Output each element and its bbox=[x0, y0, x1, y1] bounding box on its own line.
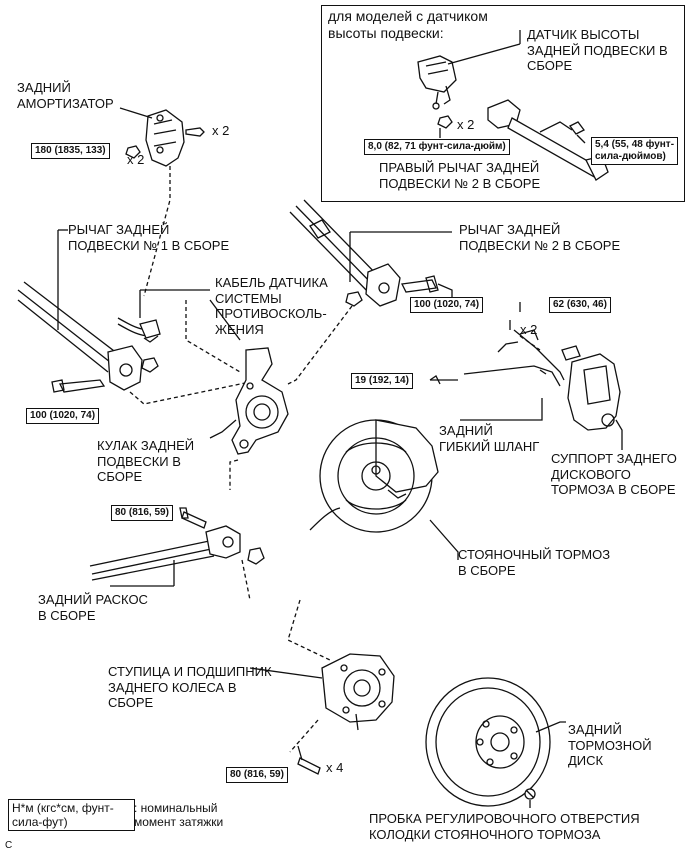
brake-disc-label: ЗАДНИЙ ТОРМОЗНОЙ ДИСК bbox=[568, 722, 652, 768]
height-sensor-label: ДАТЧИК ВЫСОТЫ ЗАДНЕЙ ПОДВЕСКИ В СБОРЕ bbox=[527, 27, 668, 73]
inset-count: x 2 bbox=[457, 117, 475, 132]
parking-brake-label: СТОЯНОЧНЫЙ ТОРМОЗ В СБОРЕ bbox=[458, 547, 611, 578]
abs-cable-label: КАБЕЛЬ ДАТЧИКА СИСТЕМЫ ПРОТИВОСКОЛЬ- ЖЕН… bbox=[215, 275, 328, 337]
arm2-torque: 100 (1020, 74) bbox=[410, 297, 484, 313]
hose-torque: 19 (192, 14) bbox=[351, 373, 413, 389]
arm1-drawing bbox=[17, 281, 159, 393]
hub-bearing-label: СТУПИЦА И ПОДШИПНИК ЗАДНЕГО КОЛЕСА В СБО… bbox=[108, 664, 272, 710]
shock-absorber-label: ЗАДНИЙ АМОРТИЗАТОР bbox=[17, 80, 114, 111]
strut-rod-drawing bbox=[89, 507, 265, 581]
shock-torque: 180 (1835, 133) bbox=[31, 143, 110, 159]
height-sensor-inset bbox=[321, 5, 685, 202]
hub-count: x 4 bbox=[326, 760, 344, 775]
arm1-torque: 100 (1020, 74) bbox=[26, 408, 100, 424]
knuckle-drawing bbox=[231, 347, 289, 455]
arm2-label: РЫЧАГ ЗАДНЕЙ ПОДВЕСКИ № 2 В СБОРЕ bbox=[459, 222, 621, 253]
parking-brake-drawing bbox=[319, 419, 439, 533]
plug-label: ПРОБКА РЕГУЛИРОВОЧНОГО ОТВЕРСТИЯ КОЛОДКИ… bbox=[369, 811, 640, 842]
plug-drawing bbox=[524, 788, 536, 800]
right-arm2-label: ПРАВЫЙ РЫЧАГ ЗАДНЕЙ ПОДВЕСКИ № 2 В СБОРЕ bbox=[379, 160, 541, 191]
inset-torque-right: 5,4 (55, 48 фунт- сила-дюймов) bbox=[591, 137, 679, 165]
inset-title: для моделей с датчиком высоты подвески: bbox=[328, 8, 488, 41]
inset-torque-left: 8,0 (82, 71 фунт-сила-дюйм) bbox=[364, 139, 510, 155]
knuckle-label: КУЛАК ЗАДНЕЙ ПОДВЕСКИ В СБОРЕ bbox=[97, 438, 195, 484]
abs-cable-drawing bbox=[117, 317, 161, 343]
height-sensor-drawing bbox=[417, 55, 457, 110]
flex-hose-label: ЗАДНИЙ ГИБКИЙ ШЛАНГ bbox=[439, 423, 540, 454]
arm2-drawing bbox=[289, 199, 439, 307]
strut-torque: 80 (816, 59) bbox=[111, 505, 173, 521]
right-arm2-drawing bbox=[487, 99, 609, 181]
shock-absorber-drawing bbox=[125, 109, 205, 167]
corner-mark: C bbox=[5, 840, 13, 851]
strut-rod-label: ЗАДНИЙ РАСКОС В СБОРЕ bbox=[38, 592, 148, 623]
caliper-torque: 62 (630, 46) bbox=[549, 297, 611, 313]
inset-nut-drawing bbox=[437, 115, 453, 129]
hub-bearing-drawing bbox=[297, 653, 395, 775]
caliper-count: x 2 bbox=[520, 322, 538, 337]
caliper-label: СУППОРТ ЗАДНЕГО ДИСКОВОГО ТОРМОЗА В СБОР… bbox=[551, 451, 677, 497]
arm1-label: РЫЧАГ ЗАДНЕЙ ПОДВЕСКИ № 1 В СБОРЕ bbox=[68, 222, 230, 253]
shock-top-count: x 2 bbox=[212, 123, 230, 138]
brake-disc-drawing bbox=[425, 677, 551, 807]
torque-legend-text: : номинальный момент затяжки bbox=[134, 801, 224, 829]
hub-torque: 80 (816, 59) bbox=[226, 767, 288, 783]
caliper-drawing bbox=[463, 329, 621, 431]
shock-left-count: x 2 bbox=[127, 152, 145, 167]
torque-legend-units: Н*м (кгс*см, фунт- сила-фут) bbox=[8, 799, 135, 831]
